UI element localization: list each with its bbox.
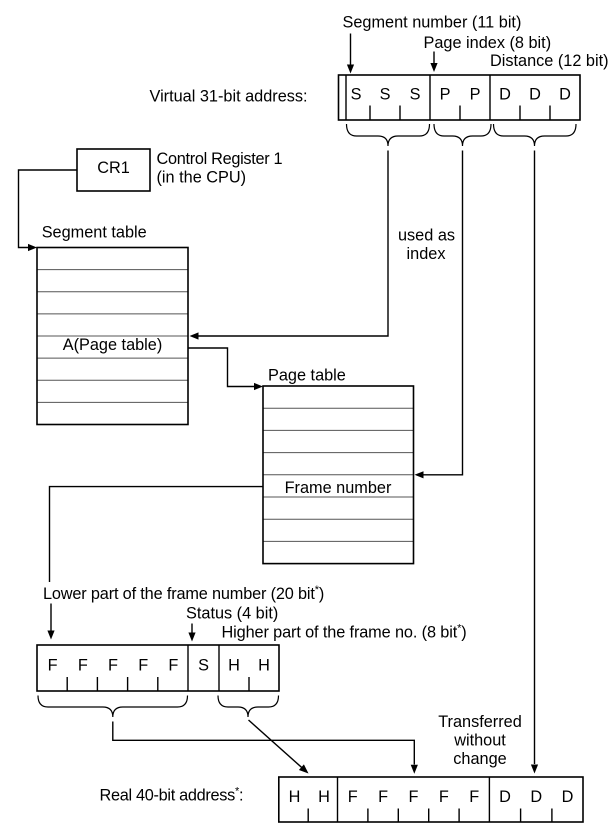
- svg-text:without: without: [453, 732, 506, 750]
- svg-text:S: S: [410, 86, 421, 104]
- svg-text:change: change: [453, 750, 506, 768]
- svg-text:P: P: [440, 86, 451, 104]
- svg-text:Page table: Page table: [268, 367, 346, 385]
- svg-text:(in the CPU): (in the CPU): [157, 169, 247, 187]
- svg-text:D: D: [529, 86, 541, 104]
- svg-text:F: F: [409, 788, 419, 806]
- svg-text:D: D: [530, 788, 542, 806]
- svg-text:F: F: [108, 657, 118, 675]
- svg-text:A(Page table): A(Page table): [63, 336, 163, 354]
- svg-text:Real 40-bit address*:: Real 40-bit address*:: [100, 786, 244, 805]
- svg-text:F: F: [469, 788, 479, 806]
- svg-text:P: P: [470, 86, 481, 104]
- svg-text:H: H: [318, 788, 330, 806]
- svg-text:F: F: [378, 788, 388, 806]
- svg-text:H: H: [258, 657, 270, 675]
- svg-text:Virtual 31-bit address:: Virtual 31-bit address:: [150, 88, 308, 106]
- svg-text:index: index: [407, 245, 446, 263]
- svg-text:Frame number: Frame number: [285, 479, 392, 497]
- svg-text:Segment number (11 bit): Segment number (11 bit): [343, 14, 522, 32]
- svg-text:used as: used as: [398, 227, 455, 245]
- svg-text:S: S: [198, 657, 209, 675]
- svg-text:S: S: [351, 86, 362, 104]
- svg-text:F: F: [78, 657, 88, 675]
- svg-text:F: F: [48, 657, 58, 675]
- svg-text:Control Register 1: Control Register 1: [157, 150, 283, 168]
- svg-text:D: D: [499, 86, 511, 104]
- svg-text:Higher part of the frame no. (: Higher part of the frame no. (8 bit*): [222, 623, 467, 642]
- svg-text:F: F: [168, 657, 178, 675]
- svg-text:S: S: [380, 86, 391, 104]
- svg-text:Page index (8 bit): Page index (8 bit): [424, 34, 552, 52]
- svg-text:F: F: [348, 788, 358, 806]
- svg-text:D: D: [559, 86, 571, 104]
- svg-text:Status (4 bit): Status (4 bit): [186, 605, 278, 623]
- svg-text:F: F: [138, 657, 148, 675]
- svg-text:F: F: [439, 788, 449, 806]
- svg-text:H: H: [228, 657, 240, 675]
- svg-text:D: D: [499, 788, 511, 806]
- svg-text:D: D: [562, 788, 574, 806]
- svg-text:Distance (12 bit): Distance (12 bit): [490, 52, 609, 70]
- svg-text:H: H: [289, 788, 301, 806]
- svg-text:Transferred: Transferred: [438, 713, 522, 731]
- svg-text:Segment table: Segment table: [42, 224, 147, 242]
- svg-text:Lower part of the frame number: Lower part of the frame number (20 bit*): [43, 584, 324, 603]
- svg-text:CR1: CR1: [97, 159, 130, 177]
